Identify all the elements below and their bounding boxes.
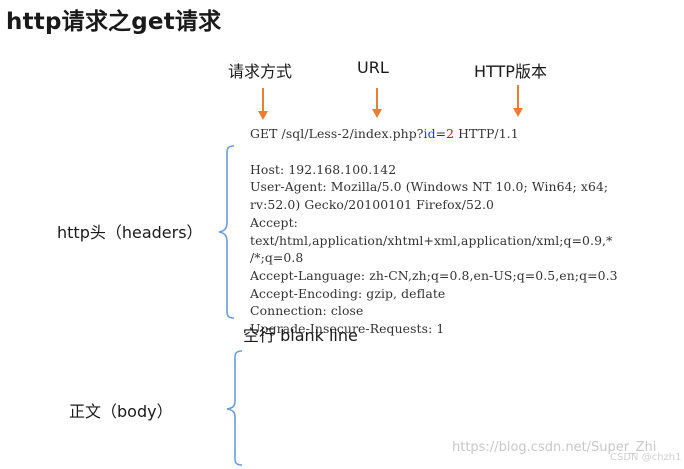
request-param-value: 2 xyxy=(446,126,455,141)
watermark-small: CSDN @chzh1 xyxy=(610,452,682,463)
header-line: text/html,application/xhtml+xml,applicat… xyxy=(250,232,613,248)
blank-line-label: 空行 blank line xyxy=(243,326,358,345)
header-line: Accept-Encoding: gzip, deflate xyxy=(250,285,446,301)
header-line: Accept-Language: zh-CN,zh;q=0.8,en-US;q=… xyxy=(250,267,618,283)
header-line: User-Agent: Mozilla/5.0 (Windows NT 10.0… xyxy=(250,179,609,195)
page-title: http请求之get请求 xyxy=(6,9,222,35)
arrow-url-shaft xyxy=(376,88,378,110)
body-brace xyxy=(226,350,243,466)
label-request-method: 请求方式 xyxy=(228,62,293,81)
header-line: Host: 192.168.100.142 xyxy=(250,161,397,177)
arrow-url-icon xyxy=(372,109,382,118)
header-line: rv:52.0) Gecko/20100101 Firefox/52.0 xyxy=(250,197,494,213)
request-line-prefix: GET /sql/Less-2/index.php? xyxy=(250,126,424,141)
label-http-version: HTTP版本 xyxy=(474,62,547,81)
headers-label: http头（headers） xyxy=(57,223,203,242)
header-line: Connection: close xyxy=(250,303,364,319)
headers-brace xyxy=(218,145,235,319)
header-line: /*;q=0.8 xyxy=(250,250,304,266)
arrow-version-shaft xyxy=(517,85,519,109)
watermark-url: https://blog.csdn.net/Super_Zhi xyxy=(452,440,657,455)
request-line-suffix: HTTP/1.1 xyxy=(454,126,519,141)
arrow-version-icon xyxy=(513,108,523,117)
request-line: GET /sql/Less-2/index.php?id=2 HTTP/1.1 xyxy=(250,125,519,143)
arrow-method-icon xyxy=(258,111,268,120)
request-param-equals: = xyxy=(435,126,447,141)
arrow-method-shaft xyxy=(262,88,264,112)
label-url: URL xyxy=(357,58,389,77)
body-label: 正文（body） xyxy=(69,402,173,421)
request-param-name: id xyxy=(423,126,436,141)
header-line: Upgrade-Insecure-Requests: 1 xyxy=(250,321,445,337)
header-line: Accept: xyxy=(250,214,298,230)
